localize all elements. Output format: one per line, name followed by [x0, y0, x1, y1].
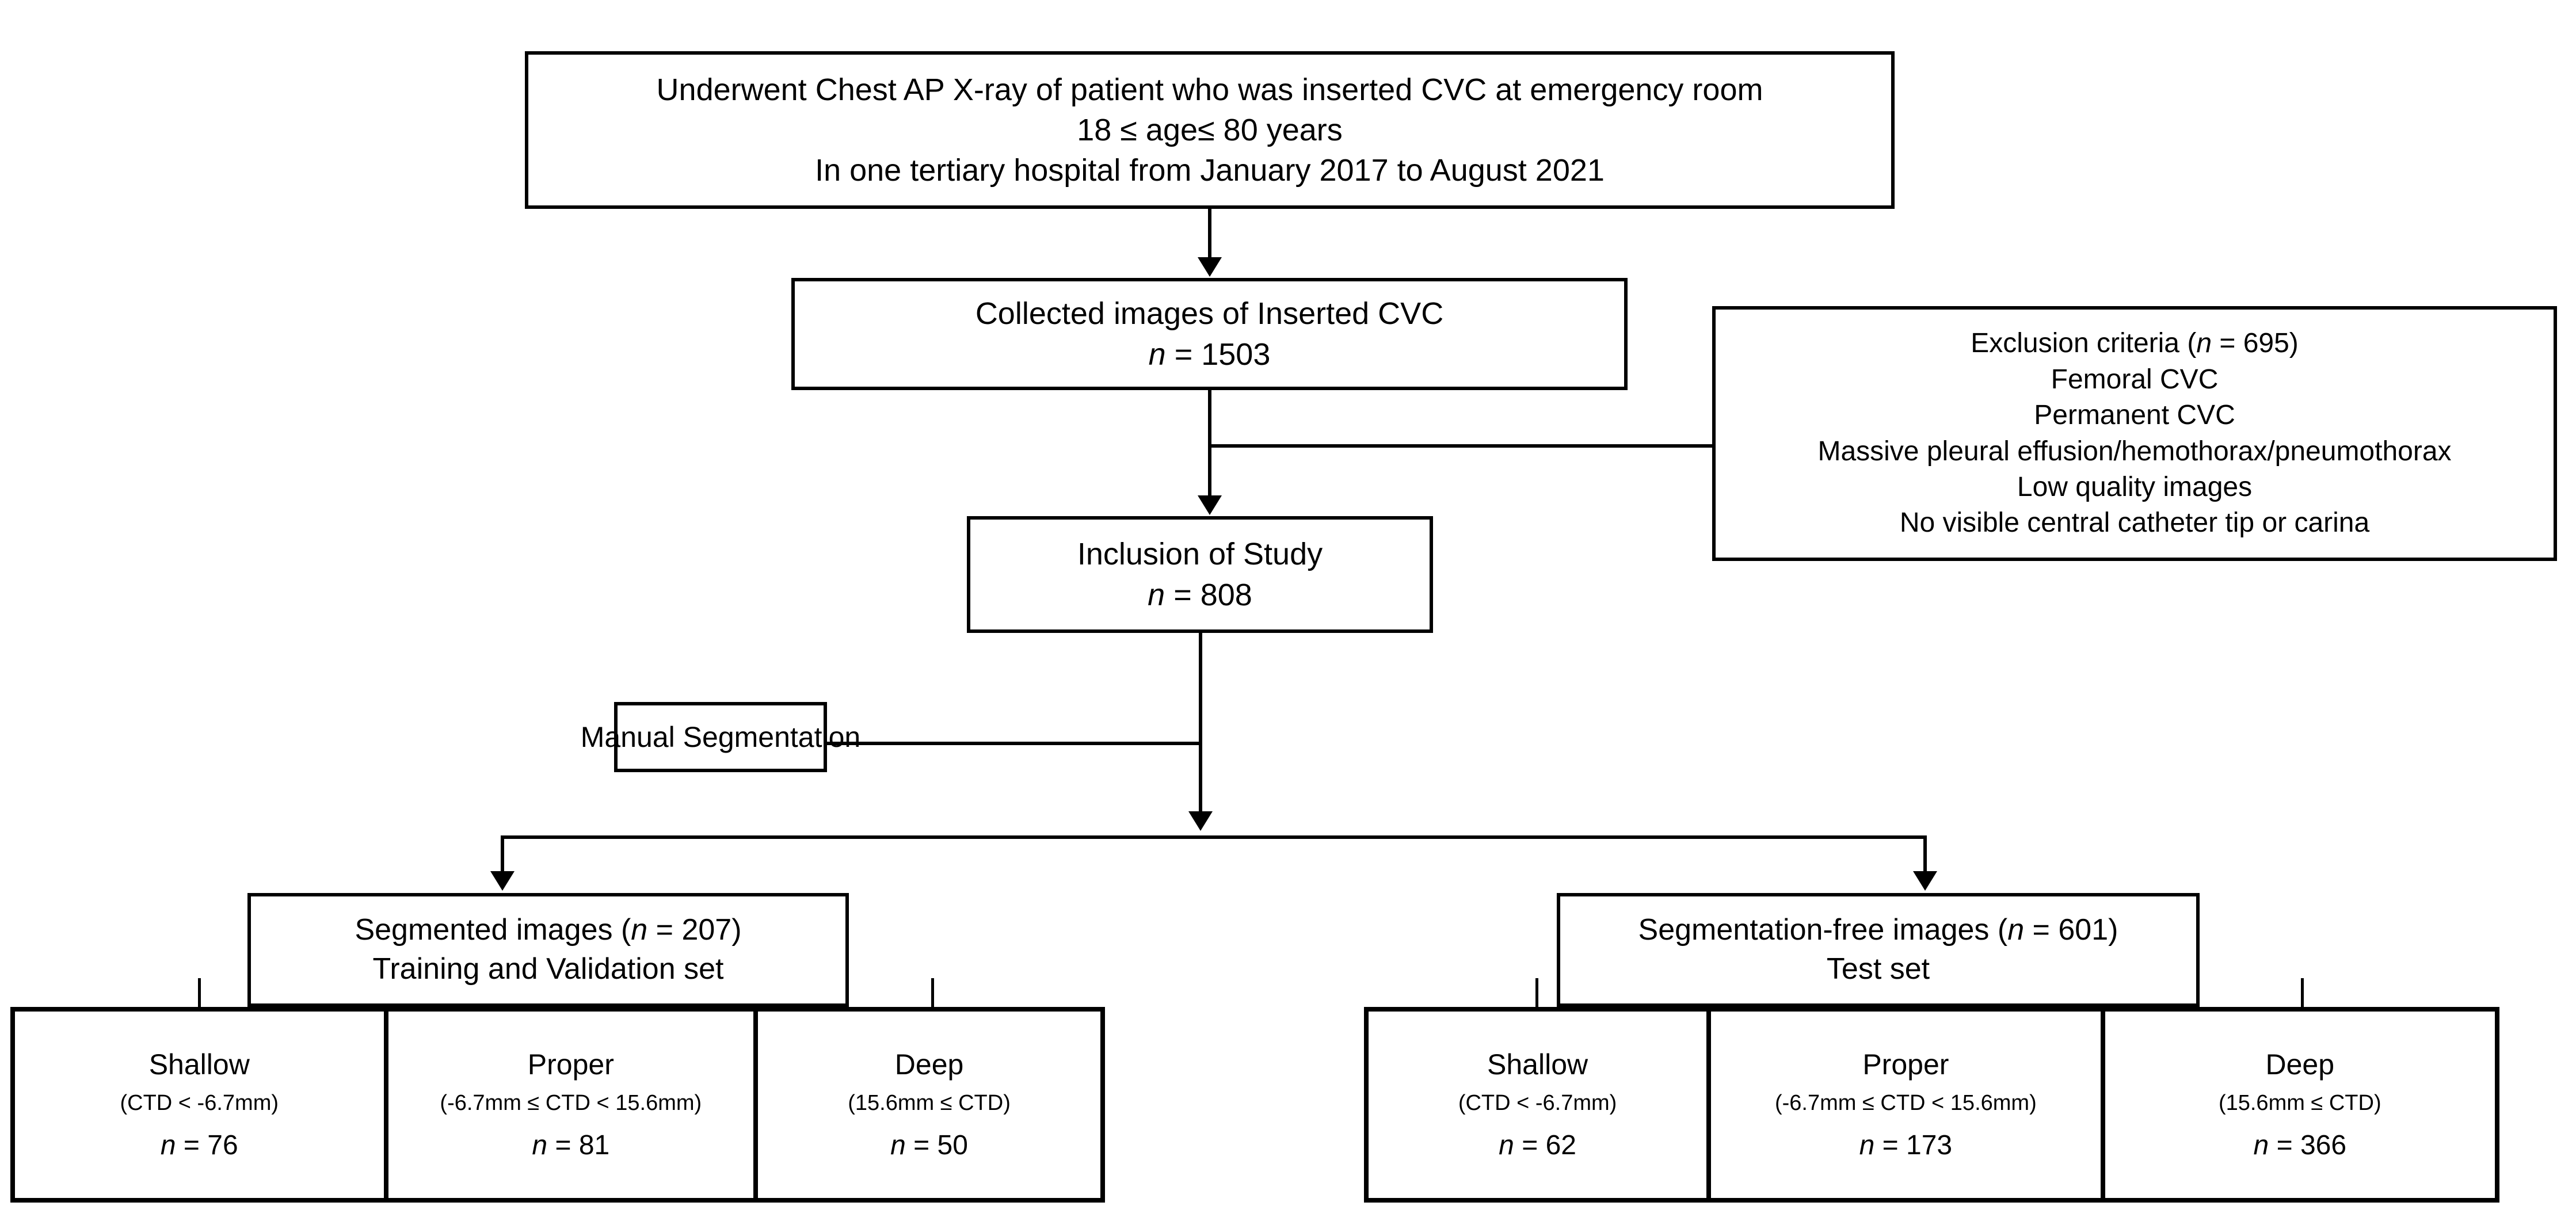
- arrowhead-segmented: [490, 871, 515, 891]
- segfree-line-2: Test set: [1826, 952, 1930, 986]
- leaf-segfree-deep: Deep (15.6mm ≤ CTD) n = 366: [2105, 1012, 2495, 1198]
- connector-to-exclusion: [1208, 444, 1714, 448]
- leaf-criteria: (CTD < -6.7mm): [1458, 1090, 1617, 1115]
- node-segmentation-free-images: Segmentation-free images (n = 601) Test …: [1557, 893, 2200, 1007]
- leaf-name: Shallow: [148, 1048, 250, 1081]
- collected-count: n = 1503: [1148, 337, 1271, 372]
- node-exclusion-criteria: Exclusion criteria (n = 695) Femoral CVC…: [1712, 306, 2557, 561]
- split-bar-two-branches: [501, 835, 1927, 839]
- leaf-segmented-deep: Deep (15.6mm ≤ CTD) n = 50: [758, 1012, 1100, 1198]
- exclusion-line-5: Low quality images: [2017, 471, 2253, 502]
- segmented-line-1: Segmented images (n = 207): [355, 913, 742, 947]
- leaf-count: n = 62: [1499, 1129, 1576, 1161]
- connector-split-to-segmentation-free: [1923, 835, 1927, 873]
- leaf-count: n = 50: [890, 1129, 968, 1161]
- leaf-count: n = 366: [2253, 1129, 2347, 1161]
- arrowhead-collected: [1198, 257, 1222, 277]
- leaf-row-segmented: Shallow (CTD < -6.7mm) n = 76 Proper (-6…: [10, 1007, 1105, 1203]
- arrowhead-inclusion: [1198, 495, 1222, 515]
- leaf-name: Deep: [894, 1048, 964, 1081]
- leaf-criteria: (15.6mm ≤ CTD): [2218, 1090, 2381, 1115]
- leaf-segfree-shallow: Shallow (CTD < -6.7mm) n = 62: [1369, 1012, 1712, 1198]
- leaf-count: n = 81: [532, 1129, 610, 1161]
- exclusion-line-4: Massive pleural effusion/hemothorax/pneu…: [1817, 436, 2452, 467]
- connector-inclusion-down: [1199, 633, 1202, 814]
- manual-segmentation-label: Manual Segmentation: [580, 720, 861, 753]
- connector-split-to-segmented: [501, 835, 504, 873]
- node-segmented-images: Segmented images (n = 207) Training and …: [247, 893, 849, 1007]
- leaf-criteria: (-6.7mm ≤ CTD < 15.6mm): [440, 1090, 702, 1115]
- exclusion-line-1: Exclusion criteria (n = 695): [1971, 328, 2299, 359]
- leaf-segfree-proper: Proper (-6.7mm ≤ CTD < 15.6mm) n = 173: [1711, 1012, 2105, 1198]
- inclusion-line-1: Inclusion of Study: [1077, 537, 1323, 572]
- leaf-criteria: (-6.7mm ≤ CTD < 15.6mm): [1774, 1090, 2037, 1115]
- connector-manual-segmentation-link: [827, 742, 1202, 745]
- population-line-1: Underwent Chest AP X-ray of patient who …: [656, 72, 1763, 107]
- node-collected-images: Collected images of Inserted CVC n = 150…: [791, 278, 1628, 390]
- connector-segfree-to-deep: [2301, 978, 2304, 1010]
- leaf-row-segmentation-free: Shallow (CTD < -6.7mm) n = 62 Proper (-6…: [1364, 1007, 2499, 1203]
- leaf-count: n = 76: [160, 1129, 238, 1161]
- segmented-line-2: Training and Validation set: [372, 952, 724, 986]
- segfree-line-1: Segmentation-free images (n = 601): [1638, 913, 2118, 947]
- node-inclusion-of-study: Inclusion of Study n = 808: [967, 516, 1433, 633]
- arrowhead-segmentation-free: [1913, 871, 1937, 891]
- leaf-segmented-proper: Proper (-6.7mm ≤ CTD < 15.6mm) n = 81: [388, 1012, 759, 1198]
- exclusion-line-2: Femoral CVC: [2051, 364, 2219, 395]
- leaf-count: n = 173: [1859, 1129, 1953, 1161]
- exclusion-line-3: Permanent CVC: [2034, 400, 2235, 431]
- population-line-2: 18 ≤ age≤ 80 years: [1077, 112, 1343, 147]
- connector-segmented-to-shallow: [198, 978, 201, 1010]
- node-study-population: Underwent Chest AP X-ray of patient who …: [525, 51, 1895, 209]
- leaf-name: Deep: [2265, 1048, 2335, 1081]
- leaf-criteria: (15.6mm ≤ CTD): [848, 1090, 1011, 1115]
- collected-line-1: Collected images of Inserted CVC: [975, 296, 1444, 331]
- connector-segmented-to-deep: [931, 978, 934, 1010]
- population-line-3: In one tertiary hospital from January 20…: [815, 153, 1605, 188]
- leaf-name: Shallow: [1487, 1048, 1588, 1081]
- node-manual-segmentation: Manual Segmentation: [581, 702, 860, 772]
- leaf-criteria: (CTD < -6.7mm): [120, 1090, 279, 1115]
- inclusion-count: n = 808: [1148, 577, 1252, 612]
- connector-population-to-collected: [1208, 209, 1211, 258]
- leaf-name: Proper: [1862, 1048, 1949, 1081]
- arrowhead-split: [1188, 811, 1213, 831]
- leaf-name: Proper: [527, 1048, 614, 1081]
- connector-segfree-to-shallow: [1535, 978, 1538, 1010]
- exclusion-line-6: No visible central catheter tip or carin…: [1899, 507, 2370, 539]
- leaf-segmented-shallow: Shallow (CTD < -6.7mm) n = 76: [15, 1012, 388, 1198]
